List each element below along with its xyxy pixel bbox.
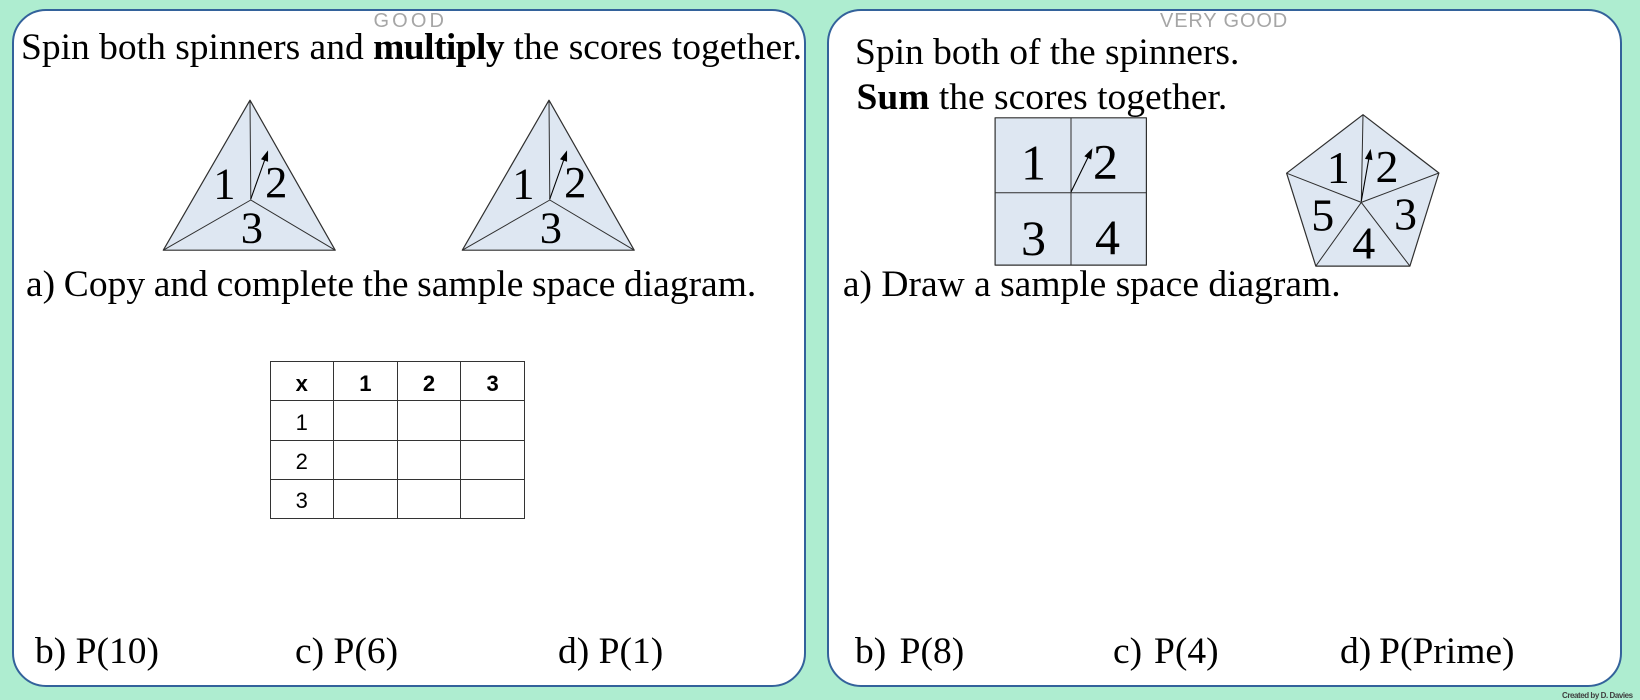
svg-text:2: 2 — [564, 157, 586, 207]
svg-text:4: 4 — [1095, 209, 1120, 265]
svg-text:1: 1 — [213, 159, 235, 209]
svg-text:3: 3 — [1021, 210, 1046, 266]
svg-text:1: 1 — [1327, 142, 1350, 193]
svg-text:2: 2 — [265, 157, 287, 207]
svg-text:3: 3 — [540, 203, 562, 253]
svg-text:1: 1 — [1021, 135, 1046, 191]
svg-text:3: 3 — [1394, 189, 1417, 240]
svg-text:2: 2 — [1376, 141, 1399, 192]
svg-text:5: 5 — [1311, 190, 1334, 241]
svg-text:2: 2 — [1093, 133, 1118, 189]
svg-text:3: 3 — [241, 203, 263, 253]
svg-text:1: 1 — [512, 159, 534, 209]
svg-text:4: 4 — [1352, 218, 1375, 269]
